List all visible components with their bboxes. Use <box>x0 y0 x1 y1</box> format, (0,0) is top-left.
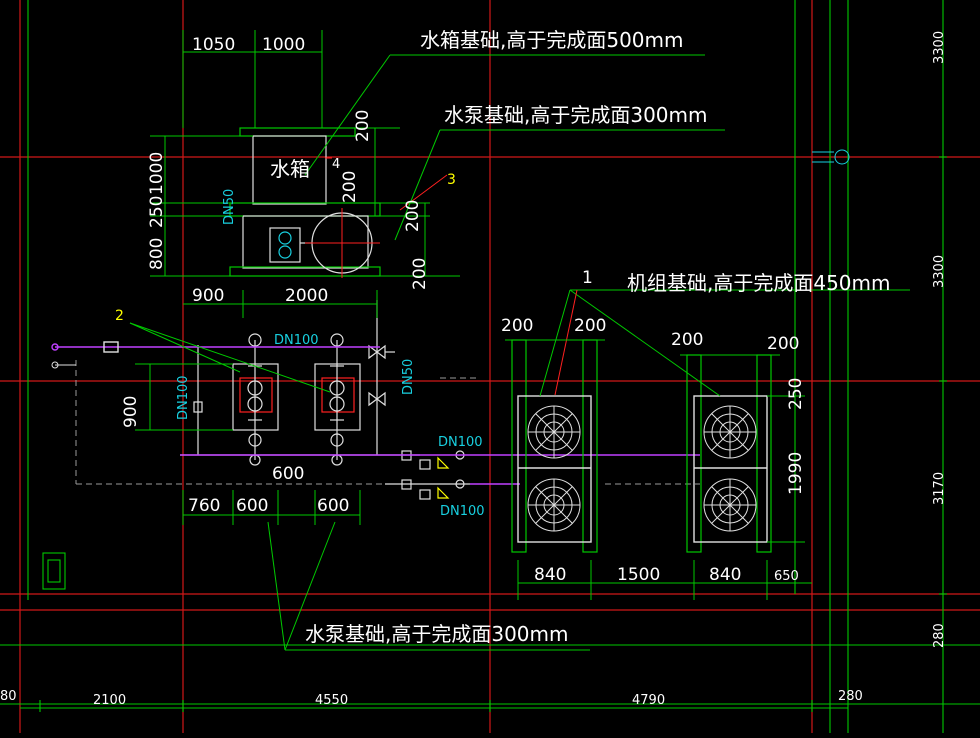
tag-leaders <box>399 174 578 396</box>
unit-fans <box>527 405 757 532</box>
tag-1: 1 <box>582 268 593 288</box>
supply-stub <box>51 361 76 369</box>
note-tank-base: 水箱基础,高于完成面500mm <box>420 28 684 52</box>
axis-dim-4550: 4550 <box>315 693 348 708</box>
pipe-dn100-mid: DN100 <box>438 435 483 450</box>
tag-2: 2 <box>115 308 124 324</box>
dim-600-a: 600 <box>236 496 268 516</box>
fan-icon <box>703 478 757 532</box>
dim-1050: 1050 <box>192 35 235 55</box>
dim-840-b: 840 <box>709 565 741 585</box>
dim-200-b: 200 <box>340 171 360 203</box>
axis-dim-2100: 2100 <box>93 693 126 708</box>
note-pump-base-bottom: 水泵基础,高于完成面300mm <box>305 622 569 646</box>
dim-900-h: 900 <box>192 286 224 306</box>
outdoor-units <box>517 395 768 543</box>
leader-lines <box>129 54 910 651</box>
axis-dim-3300-mid: 3300 <box>932 255 947 288</box>
note-pump-base-top: 水泵基础,高于完成面300mm <box>444 103 708 127</box>
dim-650: 650 <box>774 569 799 584</box>
axis-dim-80: 80 <box>0 689 17 704</box>
pipe-dn100-top: DN100 <box>274 333 319 348</box>
pipe-dn100-bottom: DN100 <box>440 504 485 519</box>
dim-200-u1: 200 <box>501 316 533 336</box>
dim-600-mid: 600 <box>272 464 304 484</box>
hidden-lines <box>75 360 700 485</box>
tag-3: 3 <box>447 172 456 188</box>
dim-1000-v: 1000 <box>147 152 167 195</box>
dimension-lines <box>20 30 848 709</box>
pipe-dn50-tank: DN50 <box>222 189 237 225</box>
pipe-dn100-left: DN100 <box>176 375 191 420</box>
dim-1000-top: 1000 <box>262 35 305 55</box>
dim-200-d: 200 <box>410 258 430 290</box>
axis-dim-4790: 4790 <box>632 693 665 708</box>
axis-dim-3300-top: 3300 <box>932 31 947 64</box>
note-unit-base: 机组基础,高于完成面450mm <box>627 271 891 295</box>
grid-bubble <box>812 149 850 165</box>
dim-840-a: 840 <box>534 565 566 585</box>
dim-200-u3: 200 <box>671 330 703 350</box>
dim-1500: 1500 <box>617 565 660 585</box>
fan-icon <box>703 405 757 459</box>
axis-dim-280-bottom: 280 <box>838 689 863 704</box>
dim-900-v: 900 <box>121 396 141 428</box>
tank-label: 水箱 <box>270 157 310 181</box>
fan-icon <box>527 405 581 459</box>
supply-pipe <box>51 341 700 485</box>
dim-2000-h: 2000 <box>285 286 328 306</box>
dim-250-v: 250 <box>147 196 167 228</box>
tank-axis-marks <box>305 157 380 278</box>
unit-foundations <box>511 339 772 553</box>
dim-760: 760 <box>188 496 220 516</box>
pump-bodies <box>239 377 355 413</box>
tag-4: 4 <box>332 157 340 172</box>
dim-600-b: 600 <box>317 496 349 516</box>
fan-icon <box>527 478 581 532</box>
dim-200-a: 200 <box>353 110 373 142</box>
dim-200-u2: 200 <box>574 316 606 336</box>
pump-pipework <box>180 300 470 500</box>
dim-200-u4: 200 <box>767 334 799 354</box>
pipe-dn50-side: DN50 <box>401 359 416 395</box>
axis-dim-280-right: 280 <box>932 623 947 648</box>
dim-250-u: 250 <box>786 378 806 410</box>
dim-1990: 1990 <box>786 452 806 495</box>
dim-800-v: 800 <box>147 238 167 270</box>
axis-dim-3170: 3170 <box>932 472 947 505</box>
dim-200-c: 200 <box>403 200 423 232</box>
